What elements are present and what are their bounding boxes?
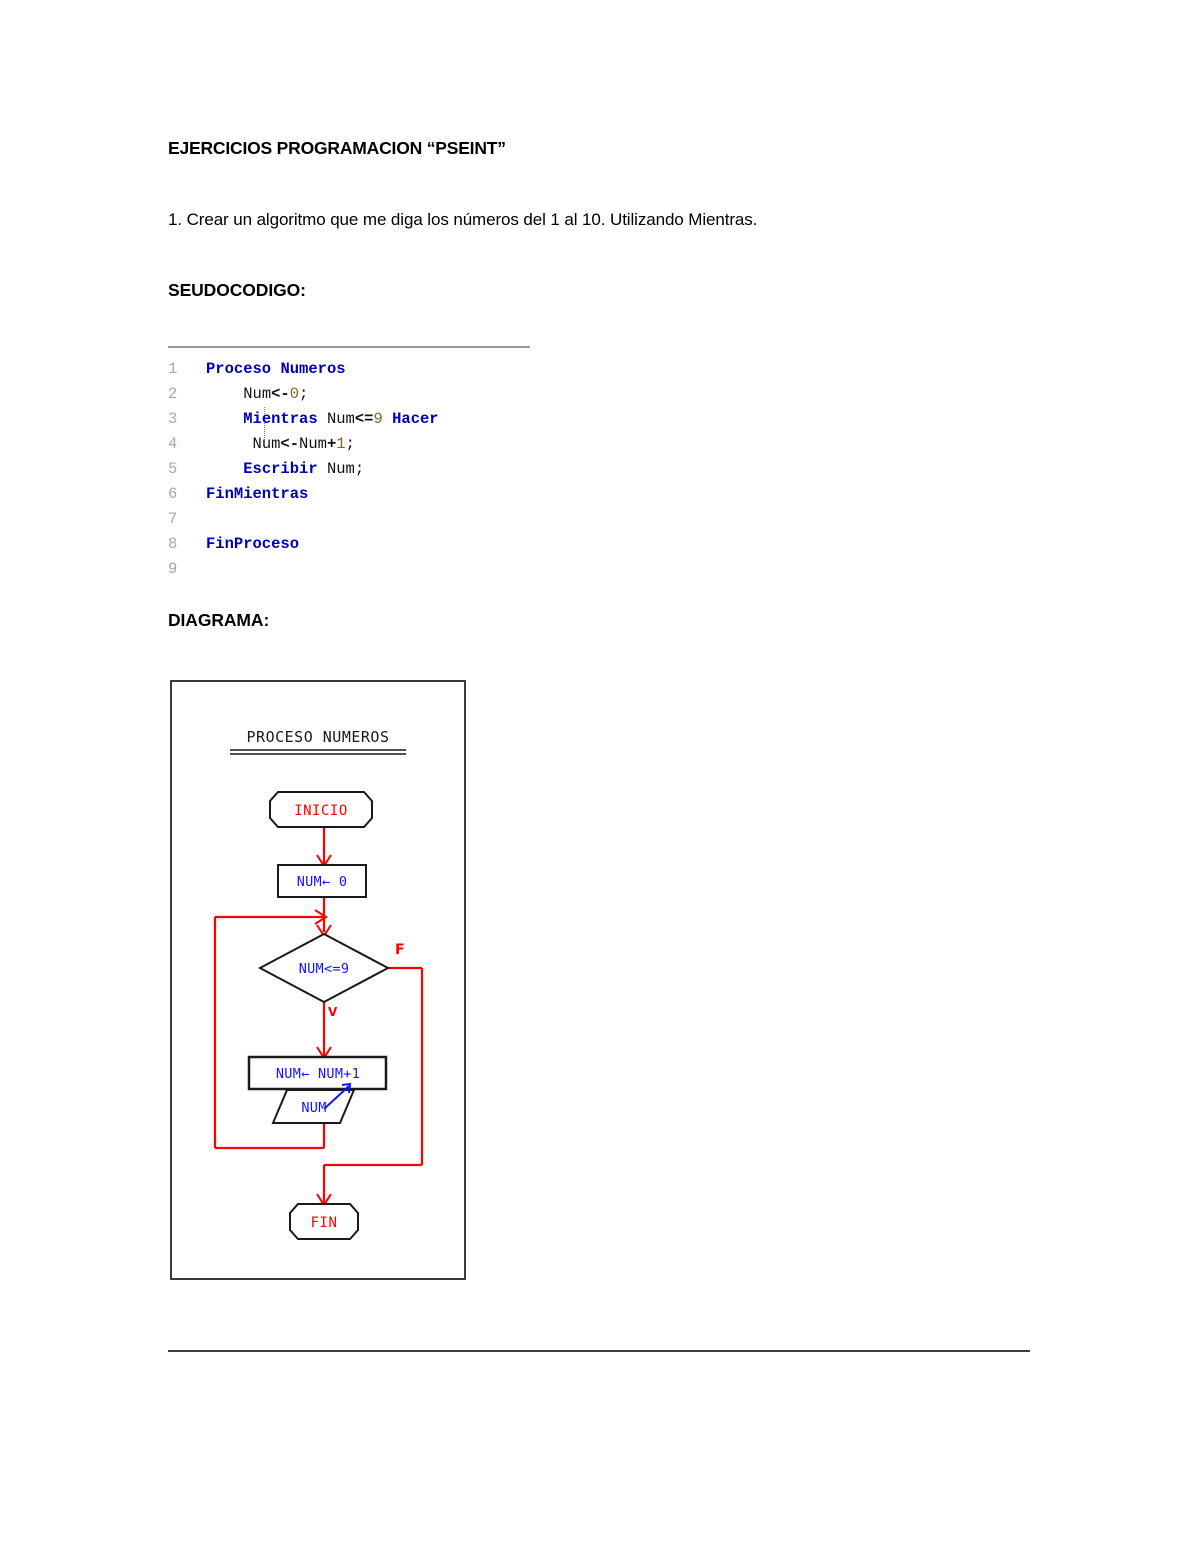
flow-label-false: F [395, 942, 405, 958]
code-row: 7 [168, 507, 530, 532]
flow-shape-increment [247, 1055, 388, 1091]
code-token-assign: <- [271, 385, 290, 403]
code-token-keyword: Proceso [206, 360, 272, 378]
line-number: 5 [168, 460, 178, 478]
line-number: 7 [168, 510, 178, 528]
flow-label-true: V [328, 1005, 338, 1019]
code-indent [206, 410, 243, 428]
flow-shape-init [277, 864, 367, 898]
code-token-keyword: Escribir [243, 460, 318, 478]
code-token-semicolon: ; [299, 385, 309, 403]
code-token-assign: <- [280, 435, 300, 453]
code-row: 4 Num<-Num+1; [168, 432, 530, 457]
line-number: 1 [168, 360, 178, 378]
flow-shape-start [269, 791, 373, 828]
code-token-le: <= [354, 410, 374, 428]
code-token-keyword: FinMientras [206, 485, 309, 503]
code-block-top-rule [168, 346, 530, 348]
code-indent [206, 460, 243, 478]
code-token-procname: Numeros [280, 360, 346, 378]
page-title: EJERCICIOS PROGRAMACION “PSEINT” [168, 138, 506, 158]
code-token-identifier: Num [243, 385, 272, 403]
code-token-semicolon: ; [354, 460, 365, 478]
line-number: 6 [168, 485, 178, 503]
code-row: 8 FinProceso [168, 532, 530, 557]
code-token-literal: 1 [336, 435, 346, 453]
flow-shape-end [289, 1203, 359, 1240]
code-token-identifier: Num [326, 410, 355, 428]
flow-label-increment: NUM← NUM+1 [276, 1066, 360, 1082]
code-row: 9 [168, 557, 530, 582]
code-token-keyword: Hacer [392, 410, 439, 428]
code-row: 5 Escribir Num; [168, 457, 530, 482]
flow-shape-decision [257, 932, 391, 1004]
footer-rule [168, 1350, 1030, 1352]
section-heading-diagram: DIAGRAMA: [168, 610, 270, 630]
code-indent [206, 435, 253, 453]
code-token-plus: + [326, 435, 337, 453]
code-row: 2 Num<-0; [168, 382, 530, 407]
flowchart-title: PROCESO NUMEROS [247, 728, 390, 746]
line-number: 9 [168, 560, 178, 578]
section-heading-pseudocode: SEUDOCODIGO: [168, 280, 306, 300]
flowchart-frame: PROCESO NUMEROS [170, 680, 466, 1280]
code-token-identifier: Num [299, 435, 327, 453]
code-space [318, 410, 327, 428]
exercise-statement: 1. Crear un algoritmo que me diga los nú… [168, 210, 758, 229]
code-token-keyword: Mientras [243, 410, 318, 428]
code-row: 3 Mientras Num<=9 Hacer [168, 407, 530, 432]
flow-label-decision: NUM<=9 [299, 961, 350, 977]
code-token-semicolon: ; [345, 435, 355, 453]
code-indent [206, 385, 243, 403]
code-token-identifier: Num [252, 435, 281, 453]
flow-shape-output [271, 1089, 356, 1124]
arrowhead-loopback [314, 909, 328, 925]
line-number: 3 [168, 410, 178, 428]
line-number: 4 [168, 435, 178, 453]
code-row: 1 Proceso Numeros [168, 357, 530, 382]
code-row: 6 FinMientras [168, 482, 530, 507]
line-number: 2 [168, 385, 178, 403]
code-token-literal: 0 [289, 385, 300, 403]
flow-label-start: INICIO [294, 803, 348, 819]
flow-label-output: NUM [301, 1100, 326, 1116]
code-token-identifier: Num [326, 460, 355, 478]
code-space [318, 460, 327, 478]
flow-label-init: NUM← 0 [297, 874, 348, 890]
indent-guide [264, 407, 265, 442]
output-arrow-icon [323, 1082, 352, 1110]
flowchart-svg: PROCESO NUMEROS [213, 728, 424, 1240]
code-token-literal: 9 [373, 410, 383, 428]
code-space [383, 410, 392, 428]
flow-label-end: FIN [311, 1215, 338, 1231]
line-number: 8 [168, 535, 178, 553]
code-token-keyword: FinProceso [206, 535, 300, 553]
